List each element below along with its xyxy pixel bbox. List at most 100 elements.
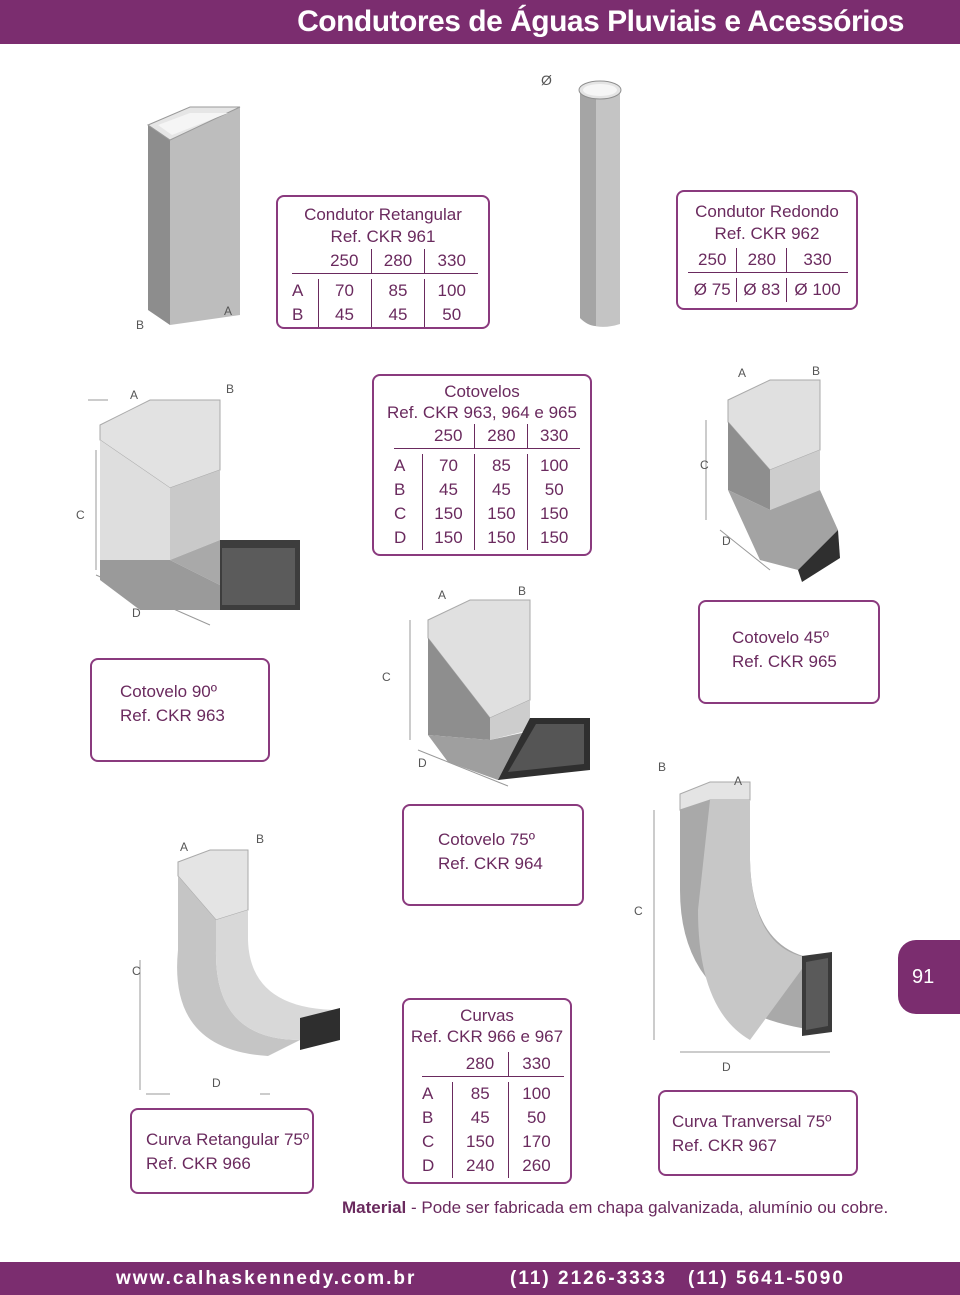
rect-cell: 70 bbox=[317, 279, 372, 303]
elbow-90-title: Cotovelo 90º bbox=[120, 682, 217, 701]
rectangular-spec-box: Condutor Retangular Ref. CKR 961 250 280… bbox=[276, 195, 490, 329]
elbow-90-box: Cotovelo 90º Ref. CKR 963 bbox=[90, 658, 270, 762]
dim-label-b: B bbox=[226, 382, 235, 396]
dim-label-a: A bbox=[224, 304, 233, 318]
material-note: Material - Pode ser fabricada em chapa g… bbox=[342, 1198, 888, 1218]
rect-col-330: 330 bbox=[424, 249, 478, 274]
round-col-330: 330 bbox=[786, 248, 848, 273]
curve-rect-title: Curva Retangular 75º bbox=[146, 1130, 310, 1149]
elbows-cell: 100 bbox=[527, 454, 580, 478]
round-cell: Ø 75 bbox=[693, 280, 731, 299]
curves-cell: 240 bbox=[451, 1154, 509, 1178]
rect-title: Condutor Retangular bbox=[304, 205, 462, 224]
curves-col-280: 280 bbox=[452, 1052, 509, 1077]
curves-spec-box: Curvas Ref. CKR 966 e 967 280 330 A 85 1… bbox=[402, 998, 572, 1184]
rectangular-curve-illustration bbox=[139, 849, 340, 1095]
elbow-45-illustration bbox=[705, 379, 840, 582]
round-cell: Ø 100 bbox=[786, 278, 848, 302]
curve-trans-box: Curva Tranversal 75º Ref. CKR 967 bbox=[658, 1090, 858, 1176]
dim-label-d: D bbox=[212, 1076, 221, 1090]
rect-cell: 85 bbox=[370, 279, 425, 303]
elbows-cell: 150 bbox=[527, 502, 580, 526]
rect-cell: 100 bbox=[424, 279, 478, 303]
curves-cell: 50 bbox=[507, 1106, 564, 1130]
curves-cell: 150 bbox=[451, 1130, 509, 1154]
curves-title: Curvas bbox=[460, 1006, 514, 1025]
dim-label-a: A bbox=[438, 588, 447, 602]
elbow-75-ref: Ref. CKR 964 bbox=[438, 854, 543, 873]
dim-label-b: B bbox=[658, 760, 667, 774]
elbows-row-c-label: C bbox=[394, 504, 407, 523]
curves-row-a-label: A bbox=[422, 1084, 434, 1103]
round-downspout-illustration bbox=[578, 80, 622, 327]
curves-cell: 45 bbox=[451, 1106, 509, 1130]
diameter-label: Ø bbox=[541, 72, 552, 88]
rect-col-250: 250 bbox=[318, 249, 372, 274]
elbows-cell: 150 bbox=[527, 526, 580, 550]
footer-website: www.calhaskennedy.com.br bbox=[116, 1268, 417, 1289]
elbows-cell: 150 bbox=[421, 526, 475, 550]
elbows-cell: 85 bbox=[474, 454, 528, 478]
rect-cell: 45 bbox=[370, 303, 425, 327]
curve-rect-ref: Ref. CKR 966 bbox=[146, 1154, 251, 1173]
dim-label-c: C bbox=[700, 458, 709, 472]
elbow-75-box: Cotovelo 75º Ref. CKR 964 bbox=[402, 804, 584, 906]
dim-label-b: B bbox=[136, 318, 145, 332]
curves-spec-table: 280 330 A 85 100 B 45 50 C 150 170 D 240… bbox=[422, 1052, 564, 1178]
rect-row-a-label: A bbox=[292, 281, 304, 300]
curves-cell: 85 bbox=[451, 1082, 509, 1106]
dim-label-c: C bbox=[634, 904, 643, 918]
elbow-90-ref: Ref. CKR 963 bbox=[120, 706, 225, 725]
footer-phone-1: (11) 2126-3333 bbox=[510, 1268, 667, 1289]
rect-row-b-label: B bbox=[292, 305, 304, 324]
round-spec-table: 250 280 330 Ø 75 Ø 83 Ø 100 bbox=[688, 248, 848, 302]
elbows-ref: Ref. CKR 963, 964 e 965 bbox=[387, 403, 577, 422]
curves-row-d-label: D bbox=[422, 1156, 435, 1175]
curve-trans-title: Curva Tranversal 75º bbox=[672, 1112, 832, 1131]
dim-label-a: A bbox=[734, 774, 743, 788]
curves-cell: 100 bbox=[507, 1082, 564, 1106]
page-header: Condutores de Águas Pluviais e Acessório… bbox=[0, 0, 960, 44]
rect-spec-table: 250 280 330 A 70 85 100 B 45 45 50 bbox=[292, 249, 478, 327]
elbow-90-large-illustration bbox=[88, 399, 300, 626]
page-footer: www.calhaskennedy.com.br (11) 2126-3333 … bbox=[0, 1262, 960, 1295]
transversal-curve-illustration bbox=[653, 781, 832, 1053]
rect-cell: 45 bbox=[317, 303, 372, 327]
elbows-cell: 70 bbox=[421, 454, 475, 478]
round-title: Condutor Redondo bbox=[695, 202, 839, 221]
elbows-cell: 45 bbox=[474, 478, 528, 502]
round-spec-box: Condutor Redondo Ref. CKR 962 250 280 33… bbox=[676, 190, 858, 310]
page-number-tab: 91 bbox=[898, 940, 960, 1014]
material-text: - Pode ser fabricada em chapa galvanizad… bbox=[406, 1198, 889, 1217]
dim-label-c: C bbox=[132, 964, 141, 978]
elbow-45-title: Cotovelo 45º bbox=[732, 628, 829, 647]
elbows-col-250: 250 bbox=[422, 424, 475, 449]
elbow-45-box: Cotovelo 45º Ref. CKR 965 bbox=[698, 600, 880, 704]
round-col-280: 280 bbox=[736, 248, 787, 273]
curves-ref: Ref. CKR 966 e 967 bbox=[410, 1027, 564, 1046]
rect-ref: Ref. CKR 961 bbox=[330, 227, 436, 246]
elbows-row-d-label: D bbox=[394, 528, 407, 547]
dim-label-d: D bbox=[132, 606, 141, 620]
elbows-row-b-label: B bbox=[394, 480, 406, 499]
dim-label-c: C bbox=[76, 508, 85, 522]
curves-cell: 170 bbox=[507, 1130, 564, 1154]
rect-cell: 50 bbox=[424, 303, 478, 327]
page-title: Condutores de Águas Pluviais e Acessório… bbox=[297, 5, 904, 38]
elbow-45-ref: Ref. CKR 965 bbox=[732, 652, 837, 671]
dim-label-b: B bbox=[256, 832, 265, 846]
elbows-cell: 45 bbox=[421, 478, 475, 502]
dim-label-d: D bbox=[722, 534, 731, 548]
curves-cell: 260 bbox=[507, 1154, 564, 1178]
curves-row-c-label: C bbox=[422, 1132, 435, 1151]
curve-rect-box: Curva Retangular 75º Ref. CKR 966 bbox=[130, 1108, 314, 1194]
curves-col-330: 330 bbox=[507, 1052, 564, 1077]
round-ref: Ref. CKR 962 bbox=[714, 224, 820, 243]
elbow-75-illustration bbox=[409, 599, 590, 787]
dim-label-b: B bbox=[518, 584, 527, 598]
rectangular-downspout-illustration bbox=[146, 106, 241, 325]
elbows-title: Cotovelos bbox=[444, 382, 520, 401]
elbows-cell: 150 bbox=[474, 526, 528, 550]
elbows-cell: 150 bbox=[421, 502, 475, 526]
footer-phone-2: (11) 5641-5090 bbox=[688, 1268, 845, 1289]
